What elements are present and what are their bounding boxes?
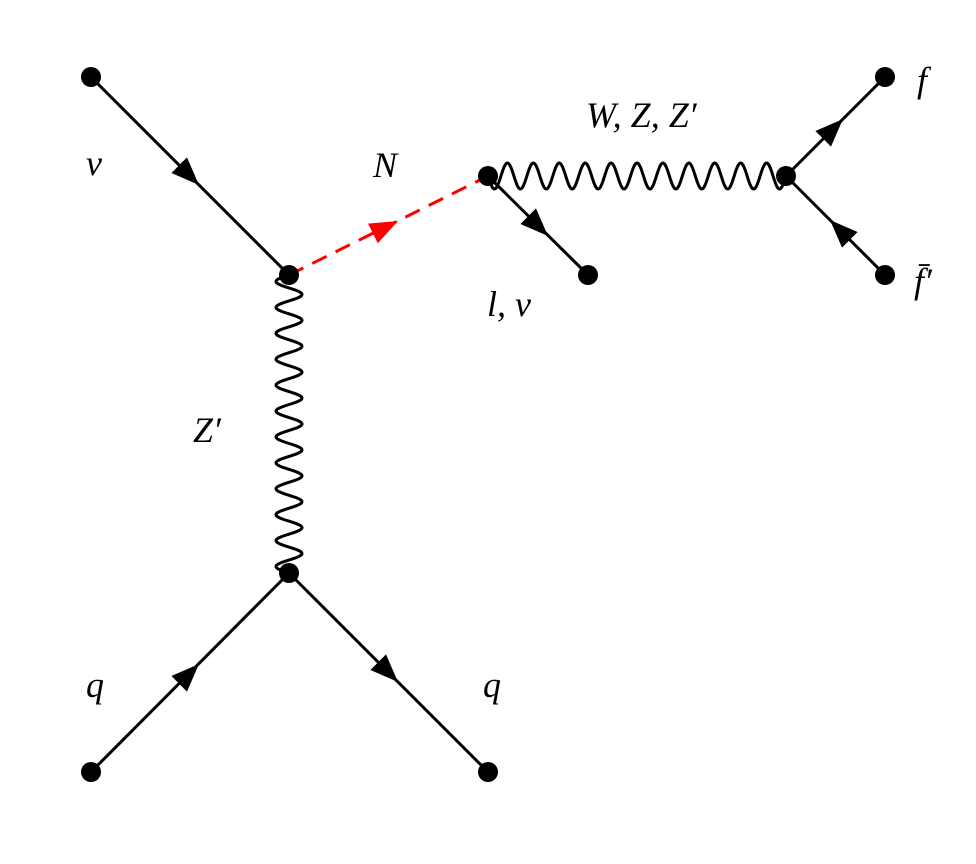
vertex-dot xyxy=(81,762,101,782)
label-lepton: l, ν xyxy=(487,284,531,324)
vertex-dot xyxy=(478,166,498,186)
vertex-dot xyxy=(81,67,101,87)
fermion-arrow-icon xyxy=(171,157,199,185)
vertex-dot xyxy=(875,265,895,285)
outgoing-lepton-line xyxy=(486,174,590,277)
fermion-arrow-icon xyxy=(520,208,548,236)
vertex-dot xyxy=(279,265,299,285)
vertex-dot xyxy=(875,67,895,87)
label-outgoing-quark: q xyxy=(483,665,501,705)
heavy-neutrino-line xyxy=(288,174,489,277)
label-f: f xyxy=(917,60,932,100)
vertex-dot xyxy=(279,563,299,583)
incoming-neutrino-line xyxy=(89,75,291,277)
label-incoming-quark: q xyxy=(86,665,104,705)
vertex-dot xyxy=(776,166,796,186)
label-heavy-neutrino: N xyxy=(372,145,399,185)
z-prime-propagator xyxy=(274,273,304,575)
vertex-dot xyxy=(578,265,598,285)
fermion-arrow-icon xyxy=(830,220,858,248)
label-z-prime: Z′ xyxy=(193,410,222,450)
fermion-arrow-icon xyxy=(171,664,199,692)
outgoing-quark-line xyxy=(287,571,490,774)
incoming-quark-line xyxy=(89,571,291,774)
wzzprime-propagator xyxy=(486,161,788,191)
label-incoming-neutrino: ν xyxy=(86,143,102,183)
outgoing-fbar-line xyxy=(784,174,887,277)
fermion-arrow-icon xyxy=(815,119,843,147)
label-fbar-prime: f̄′ xyxy=(914,261,933,301)
vertex-dot xyxy=(478,762,498,782)
fermion-arrow-icon xyxy=(370,654,398,682)
label-wzzprime: W, Z, Z′ xyxy=(586,95,698,135)
heavy-neutrino-arrow-icon xyxy=(368,221,398,244)
vertex-dots xyxy=(81,67,895,782)
outgoing-f-line xyxy=(784,75,887,178)
